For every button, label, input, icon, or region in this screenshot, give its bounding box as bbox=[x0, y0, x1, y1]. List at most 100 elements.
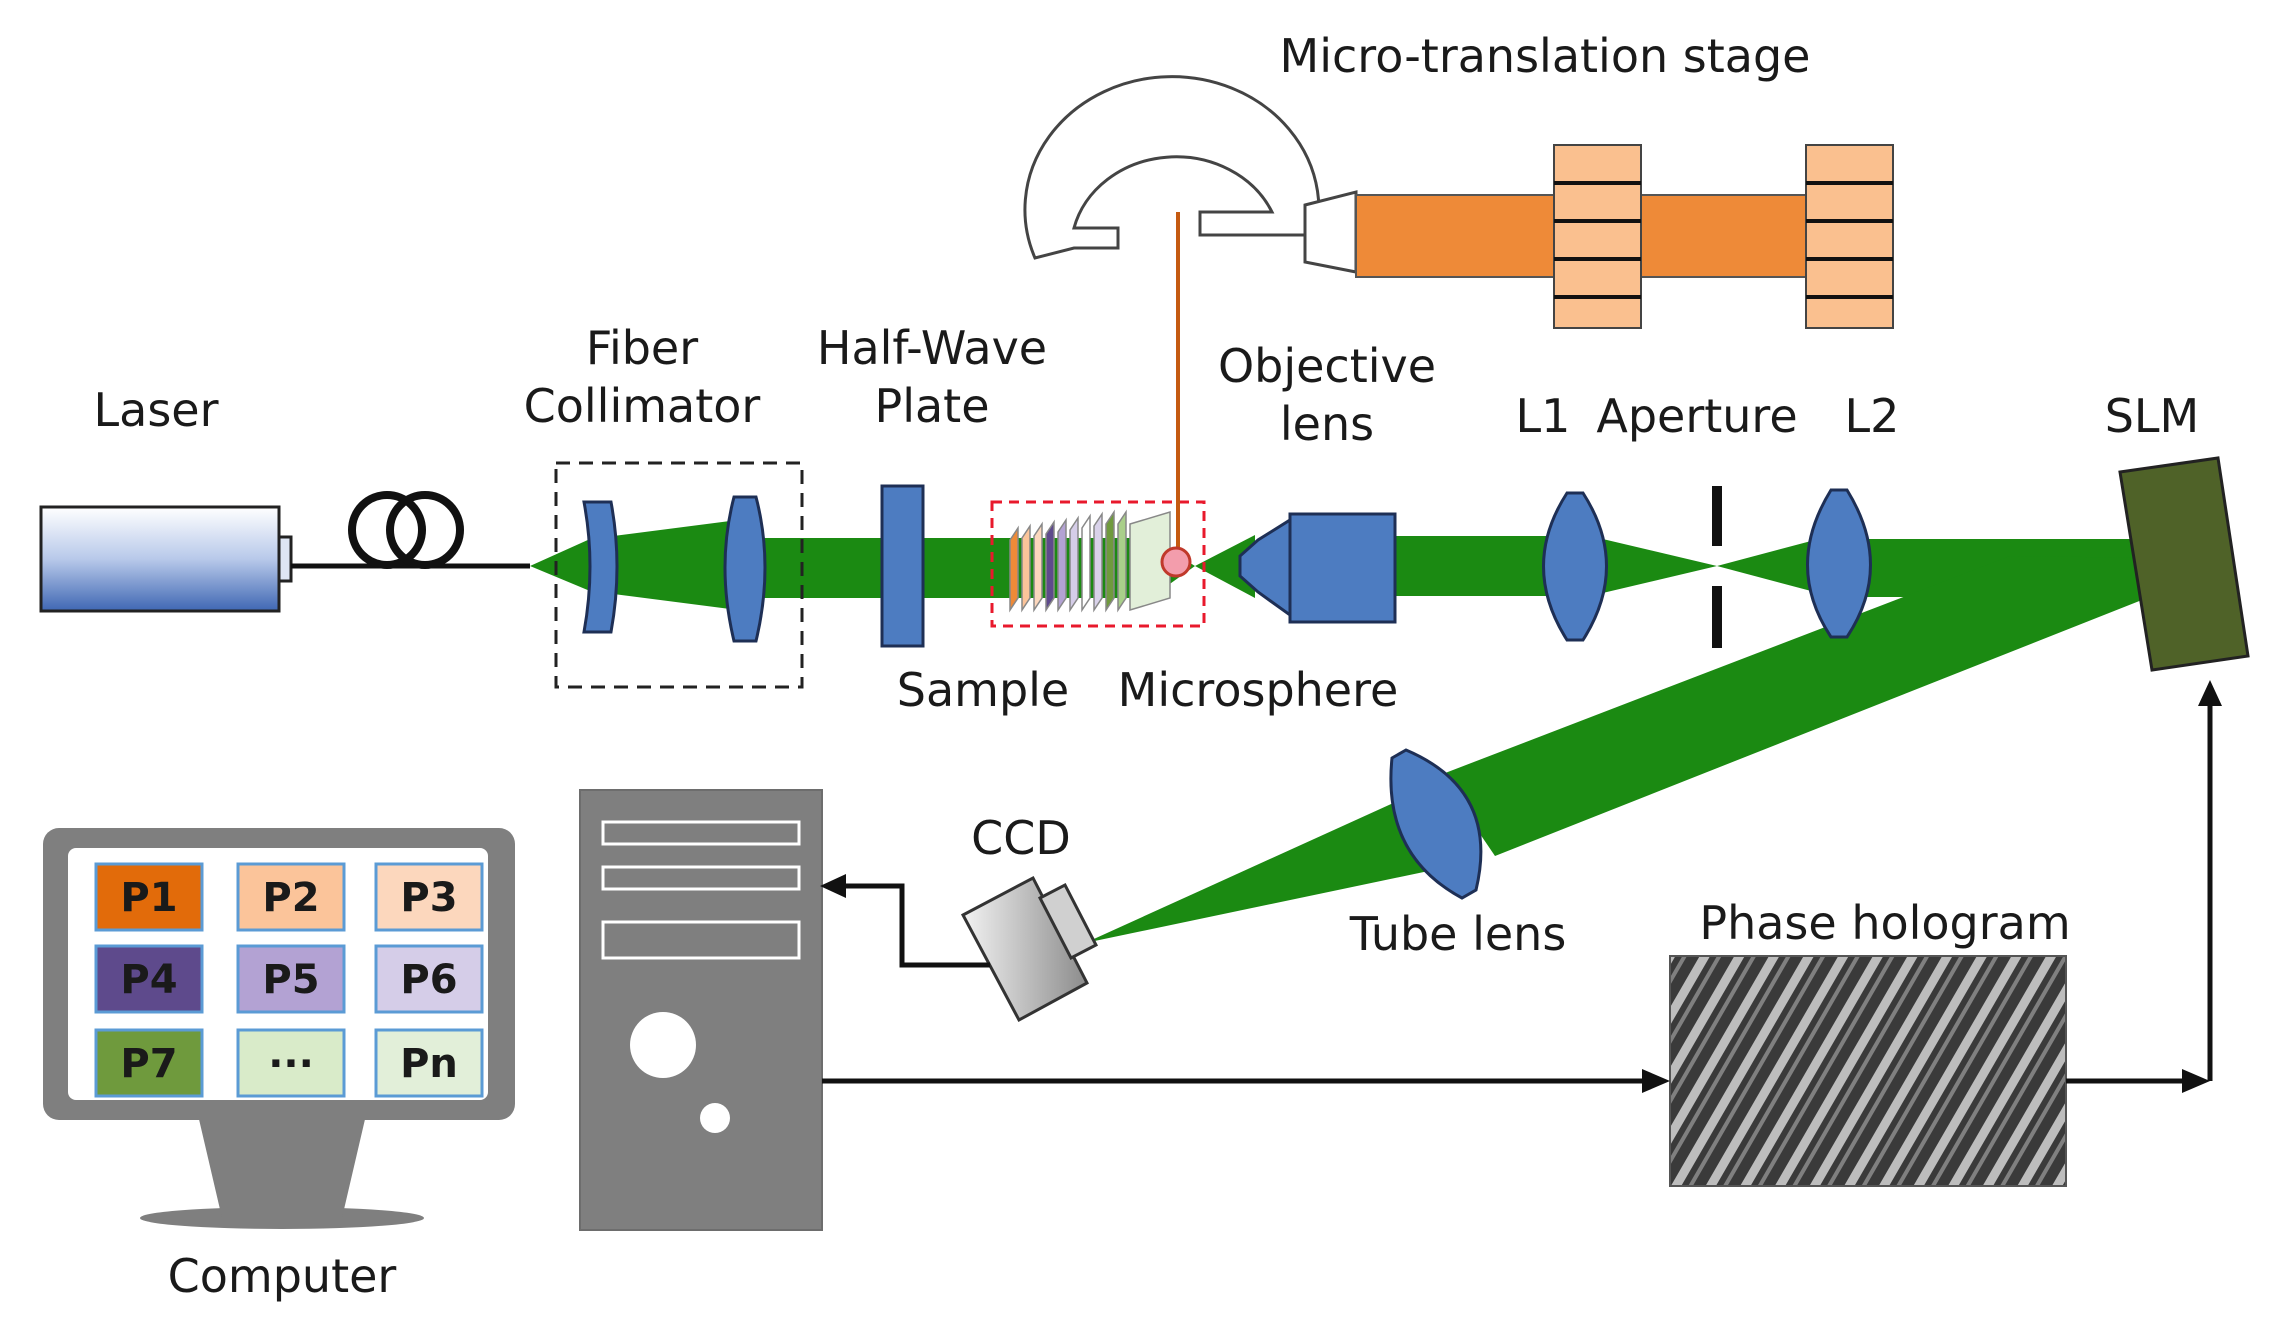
screen-cell-label: P6 bbox=[400, 957, 457, 1003]
sample-layer-3 bbox=[1033, 521, 1043, 613]
fiber-coil-right bbox=[386, 491, 464, 569]
collimator-lens-2 bbox=[723, 495, 767, 643]
hologram-to-slm-arrowhead bbox=[2182, 1069, 2210, 1093]
screen-cell-label: P2 bbox=[262, 875, 319, 921]
label-slm: SLM bbox=[2105, 389, 2200, 443]
label-plate: Plate bbox=[874, 379, 989, 433]
sample-layer-8 bbox=[1093, 511, 1103, 613]
screen-cell-box bbox=[236, 944, 346, 1014]
label-l1: L1 bbox=[1516, 389, 1571, 443]
ccd-to-computer-arrowhead bbox=[820, 874, 846, 898]
sample-layer-4 bbox=[1045, 519, 1055, 613]
collimator-lens-1 bbox=[582, 500, 619, 634]
screen-cell: P6 bbox=[374, 944, 484, 1014]
sample-layer-2 bbox=[1021, 523, 1031, 613]
tower-case bbox=[579, 789, 823, 1231]
laser-aperture bbox=[277, 535, 293, 583]
screen-cell: P2 bbox=[236, 862, 346, 932]
ccd-camera bbox=[960, 875, 1099, 1023]
objective-lens bbox=[1238, 512, 1397, 624]
screen-cell-box bbox=[374, 944, 484, 1014]
stage-block-1 bbox=[1553, 144, 1642, 329]
sample-layer-1 bbox=[1009, 525, 1019, 613]
label-ccd: CCD bbox=[971, 811, 1071, 865]
screen-cell: Pn bbox=[374, 1028, 484, 1098]
objective-tip bbox=[1238, 517, 1292, 618]
label-fiber: Fiber bbox=[586, 321, 698, 375]
stage-clamp bbox=[1023, 75, 1356, 272]
label-micro-translation-stage: Micro-translation stage bbox=[1280, 29, 1811, 83]
label-tube-lens: Tube lens bbox=[1349, 907, 1567, 961]
computer-to-hologram-arrowhead bbox=[1642, 1069, 1670, 1093]
drive-bay-2 bbox=[601, 865, 801, 891]
collimator-expanding-beam bbox=[590, 521, 730, 609]
lens-l2 bbox=[1806, 488, 1872, 639]
label-aperture: Aperture bbox=[1596, 389, 1797, 443]
label-sample: Sample bbox=[897, 663, 1069, 717]
screen-cell: P5 bbox=[236, 944, 346, 1014]
screen-cell-label: Pn bbox=[400, 1041, 458, 1087]
sample-layer-7 bbox=[1081, 513, 1091, 613]
label-microsphere: Microsphere bbox=[1118, 663, 1399, 717]
drive-bay-1 bbox=[601, 820, 801, 846]
focus-to-l2-beam bbox=[1717, 536, 1830, 596]
fiber-coil-left bbox=[348, 491, 426, 569]
sample-assembly bbox=[990, 212, 1206, 628]
label-l2: L2 bbox=[1845, 389, 1900, 443]
lens-l1 bbox=[1542, 491, 1608, 642]
microsphere bbox=[1160, 546, 1192, 578]
collimator-beam bbox=[530, 539, 590, 591]
phase-hologram bbox=[1669, 955, 2067, 1187]
power-led bbox=[700, 1103, 730, 1133]
label-collimator: Collimator bbox=[524, 379, 761, 433]
sample-layer-6 bbox=[1069, 515, 1079, 613]
screen-cell-label: P1 bbox=[120, 875, 177, 921]
objective-output-beam bbox=[1195, 535, 1255, 598]
screen-cell-label: P3 bbox=[400, 875, 457, 921]
computer-tower bbox=[579, 789, 823, 1231]
laser bbox=[39, 491, 530, 613]
screen-cell-label: P7 bbox=[120, 1041, 177, 1087]
slm-to-tube-beam bbox=[1440, 556, 2152, 856]
label-phase-hologram: Phase hologram bbox=[1699, 896, 2070, 950]
label-laser: Laser bbox=[94, 383, 219, 437]
ccd-body bbox=[960, 875, 1090, 1023]
laser-body bbox=[39, 505, 281, 613]
screen-cell-box bbox=[236, 862, 346, 932]
objective-body bbox=[1288, 512, 1397, 624]
sample-layer-9 bbox=[1105, 509, 1115, 613]
label-lens: lens bbox=[1280, 397, 1374, 451]
screen-cell-label: ··· bbox=[268, 1041, 314, 1087]
screen-cell-label: P5 bbox=[262, 957, 319, 1003]
screen-cell: P1 bbox=[94, 862, 204, 932]
label-computer: Computer bbox=[168, 1249, 397, 1303]
screen-cell-box bbox=[94, 1028, 204, 1098]
monitor-stand bbox=[198, 1115, 366, 1218]
slm bbox=[2118, 456, 2250, 672]
screen-cell-box bbox=[94, 944, 204, 1014]
stage-connector bbox=[1303, 190, 1358, 274]
collimator-box bbox=[554, 461, 804, 689]
drive-bay-3 bbox=[601, 920, 801, 960]
fiber-collimator bbox=[554, 461, 804, 689]
micro-translation-stage bbox=[1023, 75, 1894, 329]
stage-block-2 bbox=[1805, 144, 1894, 329]
power-button bbox=[630, 1012, 696, 1078]
slm-feed-arrowhead bbox=[2198, 680, 2222, 706]
signal-arrows bbox=[820, 680, 2222, 1093]
labels: Micro-translation stage Laser Fiber Coll… bbox=[94, 29, 2200, 1303]
sample-box bbox=[990, 500, 1206, 628]
screen-cell-label: P4 bbox=[120, 957, 177, 1003]
screen-cell: ··· bbox=[236, 1028, 346, 1098]
half-wave-plate bbox=[880, 484, 925, 648]
sample-layer-11 bbox=[1129, 510, 1171, 612]
label-objective: Objective bbox=[1218, 339, 1436, 393]
screen-cell: P7 bbox=[94, 1028, 204, 1098]
label-half-wave: Half-Wave bbox=[817, 321, 1047, 375]
screen-cell-box bbox=[236, 1028, 346, 1098]
tube-to-ccd-beam bbox=[1085, 790, 1462, 943]
screen-cell-box bbox=[374, 862, 484, 932]
tube-lens bbox=[1389, 748, 1483, 900]
